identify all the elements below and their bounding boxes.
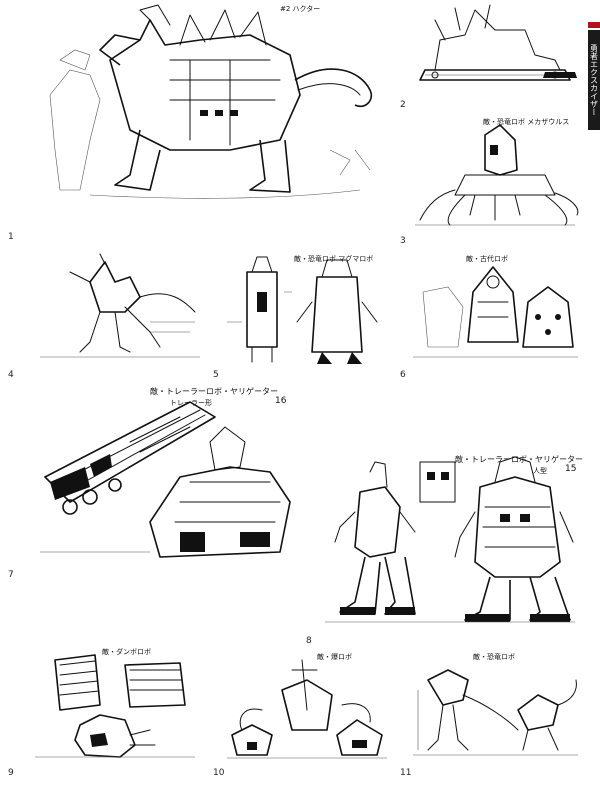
plate-number-6: 6 [400,370,406,380]
ancient-robot-sketch [413,266,578,358]
sketch-panel-5: 敵・恐竜ロボ マグマロボ [222,252,392,367]
panel-9-caption: 敵・ダンボロボ [102,648,151,656]
plate-number-7: 7 [8,570,14,580]
plate-number-2: 2 [400,100,406,110]
panel-1-caption: #2 ハクター [280,5,321,13]
plate-number-11: 11 [400,768,412,778]
spear-robot-sketch [227,659,387,759]
sketch-panel-8: 敵・トレーラーロボ・ヤリゲーター 人型 15 [315,452,583,627]
mecha-dinosaur-sketch [49,4,373,199]
panel-8-subcaption: 人型 [533,467,547,475]
panel-3-caption: 敵・恐竜ロボ メカザウルス [483,118,570,126]
sketch-panel-6: 敵・古代ロボ [408,252,583,367]
sketch-panel-9: 敵・ダンボロボ [30,645,200,760]
panel-5-caption: 敵・恐竜ロボ マグマロボ [294,255,374,263]
plate-number-8: 8 [306,636,312,646]
raptor-robot-sketch [413,669,578,756]
panel-7-subcaption: トレーラー形 [170,399,212,407]
sketch-panel-4 [30,252,210,364]
plate-number-1: 1 [8,232,14,242]
sketch-panel-2 [405,0,583,92]
container-robot-sketch [35,654,195,758]
panel-8-code: 15 [565,464,577,474]
tentacle-robot-sketch [415,124,579,226]
panel-6-caption: 敵・古代ロボ [466,255,508,263]
plate-number-10: 10 [213,768,225,778]
plate-number-3: 3 [400,236,406,246]
humanoid-trailer-robot-sketch [325,456,575,623]
panel-7-caption: 敵・トレーラーロボ・ヤリゲーター [150,387,278,396]
panel-10-caption: 敵・爆ロボ [317,653,352,661]
dragon-robot-sketch [40,253,200,358]
side-tab: 勇者エクスカイザー [588,30,600,130]
trailer-robot-vehicle-sketch [40,401,291,558]
tracked-dinosaur-sketch [419,4,577,81]
panel-7-code: 16 [275,396,287,406]
sketch-panel-7: 敵・トレーラーロボ・ヤリゲーター トレーラー形 16 [30,382,305,562]
plate-number-9: 9 [8,768,14,778]
sketch-panel-10: 敵・爆ロボ [222,650,392,762]
block-robot-sketch [227,256,378,364]
plate-number-5: 5 [213,370,219,380]
panel-11-caption: 敵・恐竜ロボ [473,653,515,661]
sketch-panel-3: 敵・恐竜ロボ メカザウルス [405,115,583,230]
side-tab-marker [588,22,600,28]
sketch-panel-11: 敵・恐竜ロボ [408,650,583,762]
panel-8-caption: 敵・トレーラーロボ・ヤリゲーター [455,455,583,464]
sketch-panel-1: #2 ハクター [30,0,385,215]
plate-number-4: 4 [8,370,14,380]
